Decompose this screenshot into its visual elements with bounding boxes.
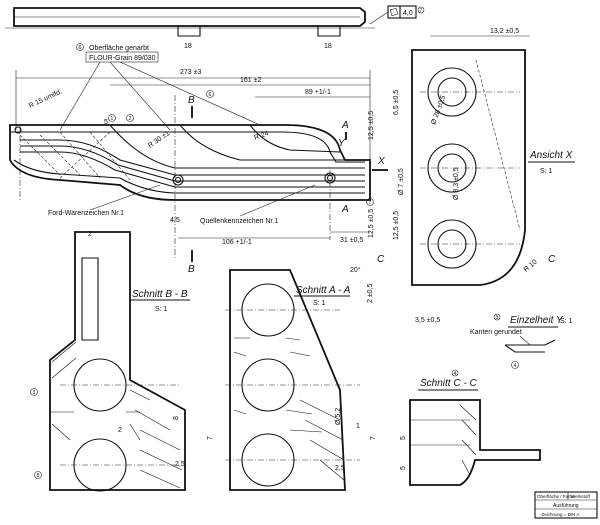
dim-r15: R 15 umlfd. bbox=[28, 88, 63, 109]
section-aa-dim-2-5: 2,5 bbox=[335, 465, 345, 472]
section-mark-a-top: A bbox=[341, 120, 349, 131]
title-block-material: Werkstoff bbox=[571, 494, 591, 499]
balloon: 8 bbox=[37, 473, 40, 479]
section-aa-title: Schnitt A - A bbox=[296, 285, 351, 296]
dim-12-5-a: 12,5 ±0,5 bbox=[368, 111, 375, 140]
section-aa-dim-1: 1 bbox=[356, 423, 360, 430]
section-mark-b-top: B bbox=[188, 95, 195, 106]
surface-note-line2: FLOUR-Grain 89/030 bbox=[89, 55, 156, 62]
tolerance-frame: 4,0 7 bbox=[370, 6, 424, 24]
balloon: 6 bbox=[209, 92, 212, 98]
detail-mark-y: Y bbox=[338, 138, 346, 149]
section-bb-dim-2-5: 2,5 bbox=[175, 461, 185, 468]
surface-note-ref: 6 bbox=[79, 45, 82, 51]
section-mark-c-right: C bbox=[548, 254, 556, 265]
main-plan-view: 273 ±3 161 ±2 89 +1/-1 R 15 umlfd. R 24 … bbox=[10, 69, 388, 275]
detail-y: 5 Einzelheit Y S: 1 Kanten gerundet bbox=[470, 314, 573, 352]
dim-89: 89 +1/-1 bbox=[305, 89, 331, 96]
view-x-dim-2: 2 ±0,5 bbox=[367, 283, 374, 303]
tolerance-ref: 7 bbox=[420, 8, 423, 14]
view-x-dim-12-5: 12,5 ±0,5 bbox=[393, 211, 400, 240]
dim-18a: 18 bbox=[184, 43, 192, 50]
dim-4-5: 4,5 bbox=[170, 217, 180, 224]
view-x-dim-13-2: 13,2 ±0,5 bbox=[490, 28, 519, 35]
view-x-scale: S: 1 bbox=[540, 168, 553, 175]
balloon: 3 bbox=[33, 390, 36, 396]
title-block-ausfuehrung: Ausführung bbox=[553, 503, 579, 509]
section-mark-a-bottom: A bbox=[341, 204, 349, 215]
section-mark-c-left: C bbox=[377, 254, 385, 265]
callout-ford: Ford-Warenzeichen Nr.1 bbox=[48, 210, 124, 217]
surface-note-line1: Oberfläche genarbt bbox=[89, 45, 149, 52]
section-aa-dim-dia: Ø 5,2 bbox=[335, 408, 342, 425]
section-aa-scale: S: 1 bbox=[313, 300, 326, 307]
section-bb-dim-7: 7 bbox=[207, 436, 214, 440]
balloon: 2 bbox=[129, 116, 132, 122]
balloon: 1 bbox=[111, 116, 114, 122]
view-x: 13,2 ±0,5 6,5 ±0,5 Ø 28 ±0,5 Ø 8,3 ±0,5 … bbox=[350, 28, 575, 324]
balloon: 4 bbox=[514, 363, 517, 369]
detail-y-scale: S: 1 bbox=[560, 318, 573, 325]
dim-31: 31 ±0,5 bbox=[340, 237, 363, 244]
section-bb-title: Schnitt B - B bbox=[132, 289, 188, 300]
detail-y-title: Einzelheit Y bbox=[510, 315, 564, 326]
section-mark-b-bottom: B bbox=[188, 264, 195, 275]
dim-12-5-b: 12,5 ±0,5 bbox=[368, 209, 375, 238]
top-strip-view: 18 18 bbox=[5, 8, 375, 50]
detail-y-note: Kanten gerundet bbox=[470, 329, 522, 336]
tolerance-value: 4,0 bbox=[403, 10, 413, 17]
dim-5: 5 bbox=[104, 119, 108, 126]
view-x-title: Ansicht X bbox=[529, 150, 573, 161]
section-bb-dim-2b: 2 bbox=[118, 427, 122, 434]
title-block-din: -Zeichnung = DIN A bbox=[540, 512, 579, 517]
section-bb-dim-2: 2 bbox=[88, 231, 92, 238]
dim-161: 161 ±2 bbox=[240, 77, 261, 84]
dim-106: 106 +1/-1 bbox=[222, 239, 252, 246]
title-block-surface: Oberfläche / Farbe bbox=[537, 494, 575, 499]
section-bb-dim-8: 8 bbox=[173, 416, 180, 420]
view-arrow-x: X bbox=[377, 156, 385, 167]
view-x-angle-20: 20° bbox=[350, 266, 361, 274]
surface-note: 6 Oberfläche genarbt FLOUR-Grain 89/030 bbox=[60, 44, 260, 131]
section-cc-dim-5a: 5 bbox=[400, 436, 407, 440]
section-aa-dim-7: 7 bbox=[370, 436, 377, 440]
section-cc-ref: 4 bbox=[454, 371, 457, 377]
section-cc-dim-5b: 5 bbox=[400, 466, 407, 470]
view-x-dim-6-5: 6,5 ±0,5 bbox=[393, 90, 400, 115]
section-aa: Schnitt A - A S: 1 Ø 5,2 7 2,5 1 bbox=[225, 270, 377, 490]
section-cc: 4 Schnitt C - C 5 5 bbox=[400, 370, 540, 485]
callout-quellen: Quellenkennzeichen Nr.1 bbox=[200, 218, 278, 225]
section-bb-scale: S: 1 bbox=[155, 306, 168, 313]
dim-r30: R 30 ±1 bbox=[147, 130, 171, 150]
view-x-r10: R 10 bbox=[523, 259, 539, 274]
view-x-dim-8-3: Ø 8,3 ±0,5 bbox=[453, 167, 460, 200]
detail-y-ref: 5 bbox=[496, 315, 499, 321]
view-x-dim-3-5: 3,5 ±0,5 bbox=[415, 317, 440, 324]
section-cc-title: Schnitt C - C bbox=[420, 378, 477, 389]
balloon: 7 bbox=[369, 200, 372, 206]
title-block: Oberfläche / Farbe Werkstoff Ausführung … bbox=[535, 492, 597, 518]
view-x-dim-28: Ø 28 ±0,5 bbox=[430, 94, 447, 125]
dim-273: 273 ±3 bbox=[180, 69, 201, 76]
dim-18b: 18 bbox=[324, 43, 332, 50]
view-x-dim-7: Ø 7 ±0,5 bbox=[398, 168, 405, 195]
